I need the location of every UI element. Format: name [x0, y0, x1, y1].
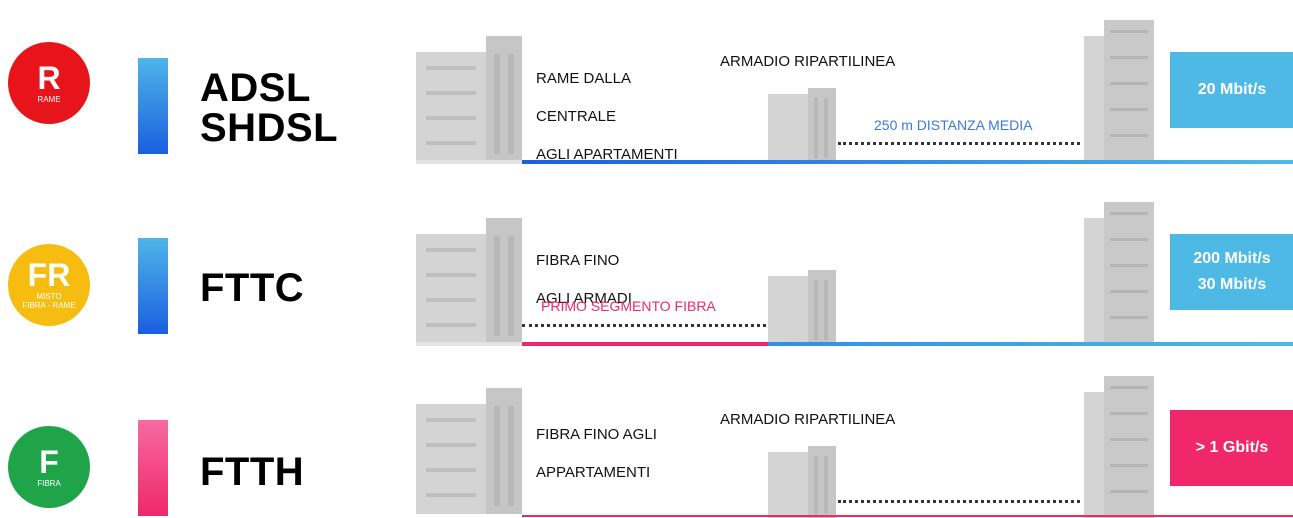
- tech-label: ADSL SHDSL: [200, 68, 338, 148]
- tech-color-bar: [138, 238, 168, 334]
- tech-color-bar: [138, 58, 168, 154]
- tech-color-bar: [138, 420, 168, 516]
- cabinet-building: [768, 270, 836, 344]
- distance-note: 250 m DISTANZA MEDIA: [874, 117, 1033, 133]
- badge-sub: FIBRA: [37, 478, 61, 488]
- speed-box: > 1 Gbit/s: [1170, 410, 1293, 486]
- tech-label-line: SHDSL: [200, 106, 339, 150]
- segment-note: PRIMO SEGMENTO FIBRA: [541, 298, 716, 314]
- caption-left: FIBRA FINO AGLI ARMADI: [536, 232, 632, 327]
- tech-label: FTTH: [200, 452, 304, 492]
- badge-letter: FR: [27, 257, 71, 293]
- tech-label-line: FTTH: [200, 450, 305, 494]
- caption-line: FIBRA FINO AGLI: [536, 426, 657, 443]
- badge-sub: RAME: [37, 94, 61, 104]
- badge-letter: F: [39, 443, 59, 480]
- fiber-cable: [522, 515, 1293, 517]
- dotted-link: [838, 142, 1080, 145]
- caption-left: FIBRA FINO AGLI APPARTAMENTI: [536, 406, 657, 501]
- tech-label: FTTC: [200, 268, 304, 308]
- cabinet-building: [768, 446, 836, 518]
- cabinet-building: [768, 88, 836, 162]
- caption-line: APPARTAMENTI: [536, 464, 651, 481]
- badge-misto: FR MISTO FIBRA - RAME: [8, 244, 90, 326]
- tech-label-line: FTTC: [200, 266, 305, 310]
- caption-line: AGLI APARTAMENTI: [536, 146, 678, 163]
- copper-cable: [768, 342, 1293, 346]
- caption-mid: ARMADIO RIPARTILINEA: [720, 411, 896, 428]
- speed-value: 200 Mbit/s: [1193, 250, 1271, 267]
- speed-box: 200 Mbit/s 30 Mbit/s: [1170, 234, 1293, 310]
- central-office-building: [416, 36, 522, 162]
- caption-line: RAME DALLA: [536, 70, 632, 87]
- speed-value: > 1 Gbit/s: [1195, 439, 1269, 456]
- apartment-building: [1084, 376, 1174, 518]
- central-office-building: [416, 388, 522, 514]
- dotted-link: [838, 500, 1080, 503]
- caption-line: FIBRA FINO: [536, 252, 620, 269]
- speed-value: 20 Mbit/s: [1197, 81, 1267, 98]
- apartment-building: [1084, 20, 1174, 162]
- caption-line: CENTRALE: [536, 108, 617, 125]
- fiber-cable: [522, 342, 768, 346]
- row-fttc: FR MISTO FIBRA - RAME FTTC FIBRA FINO AG…: [0, 182, 1293, 354]
- apartment-building: [1084, 202, 1174, 344]
- caption-line: AGLI ARMADI: [536, 290, 632, 307]
- badge-letter: R: [37, 59, 61, 96]
- dotted-link: [522, 324, 766, 327]
- caption-left: RAME DALLA CENTRALE AGLI APARTAMENTI: [536, 50, 678, 183]
- speed-value: 30 Mbit/s: [1197, 276, 1267, 293]
- row-adsl: R RAME ADSL SHDSL RAME DALLA CENTRALE AG…: [0, 0, 1293, 172]
- speed-box: 20 Mbit/s: [1170, 52, 1293, 128]
- row-ftth: F FIBRA FTTH FIBRA FINO AGLI APPARTAMENT…: [0, 352, 1293, 518]
- badge-fibra: F FIBRA: [8, 426, 90, 508]
- badge-rame: R RAME: [8, 42, 90, 124]
- copper-cable: [522, 160, 1293, 164]
- central-office-building: [416, 218, 522, 344]
- badge-sub: MISTO FIBRA - RAME: [22, 292, 76, 310]
- tech-label-line: ADSL: [200, 66, 311, 110]
- caption-mid: ARMADIO RIPARTILINEA: [720, 53, 896, 70]
